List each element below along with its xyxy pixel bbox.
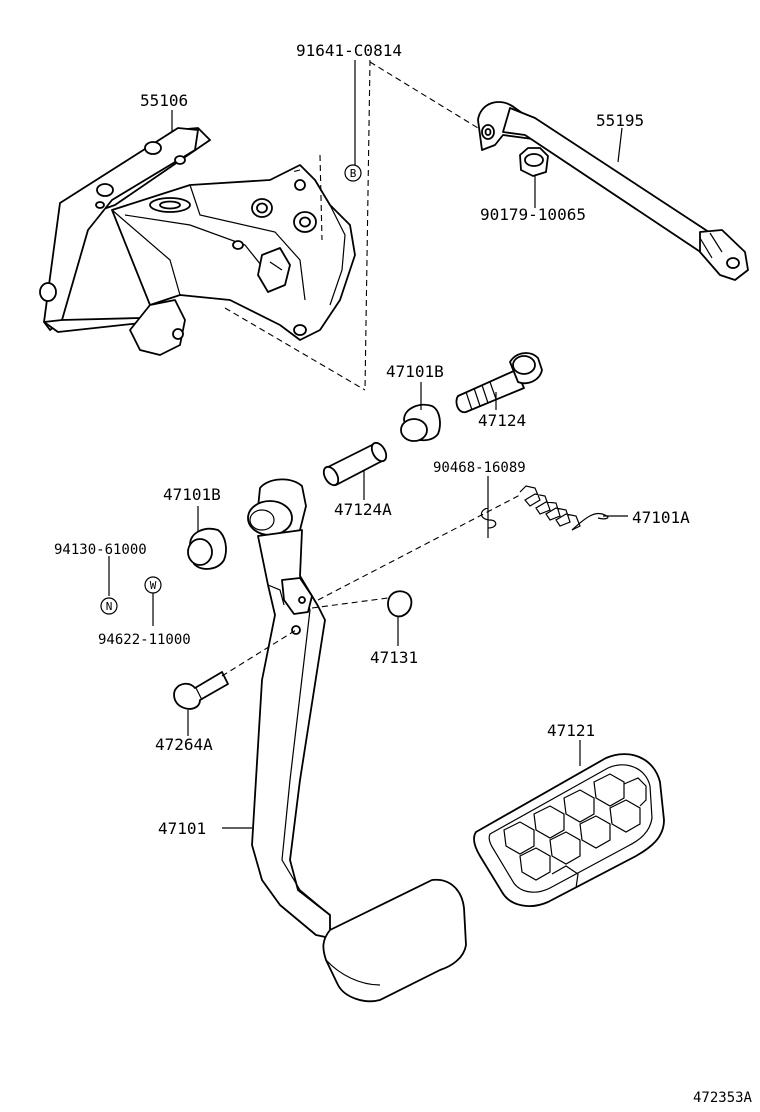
circle-mark-w: W: [144, 576, 162, 594]
circle-mark-n: N: [100, 597, 118, 615]
circle-mark-b-text: B: [350, 167, 357, 180]
label-bushing-left: 47101B: [163, 485, 221, 504]
label-collar: 47124A: [334, 500, 392, 519]
return-spring: [519, 485, 609, 531]
label-code-n: 94130-61000: [54, 542, 147, 558]
circle-mark-b: B: [344, 164, 362, 182]
hex-nut: [519, 147, 549, 177]
label-bolt-pivot: 47124: [478, 411, 526, 430]
pedal-bracket: [39, 127, 356, 356]
label-rod: 55195: [596, 111, 644, 130]
label-pad: 47121: [547, 721, 595, 740]
label-code-w: 94622-11000: [98, 632, 191, 648]
label-bracket: 55106: [140, 91, 188, 110]
clip: [480, 500, 497, 538]
label-pedal: 47101: [158, 819, 206, 838]
pivot-bolt: [455, 352, 543, 414]
brake-pedal-arm: [247, 478, 467, 1003]
label-stopper: 47131: [370, 648, 418, 667]
collar: [322, 441, 388, 487]
pedal-pad: [473, 753, 665, 907]
bushing-upper: [400, 403, 441, 442]
label-bolt-top: 91641-C0814: [296, 41, 402, 60]
label-bushing-upper: 47101B: [386, 362, 444, 381]
circle-mark-w-text: W: [150, 579, 157, 592]
pedal-pin: [173, 671, 229, 710]
stopper: [387, 590, 413, 618]
circle-mark-n-text: N: [106, 600, 113, 613]
diagram-id: 472353A: [693, 1090, 753, 1106]
bushing-left: [187, 527, 227, 570]
label-pin: 47264A: [155, 735, 213, 754]
label-spring: 47101A: [632, 508, 690, 527]
label-nut: 90179-10065: [480, 205, 586, 224]
label-clip: 90468-16089: [433, 460, 526, 476]
return-rod: [477, 101, 749, 281]
